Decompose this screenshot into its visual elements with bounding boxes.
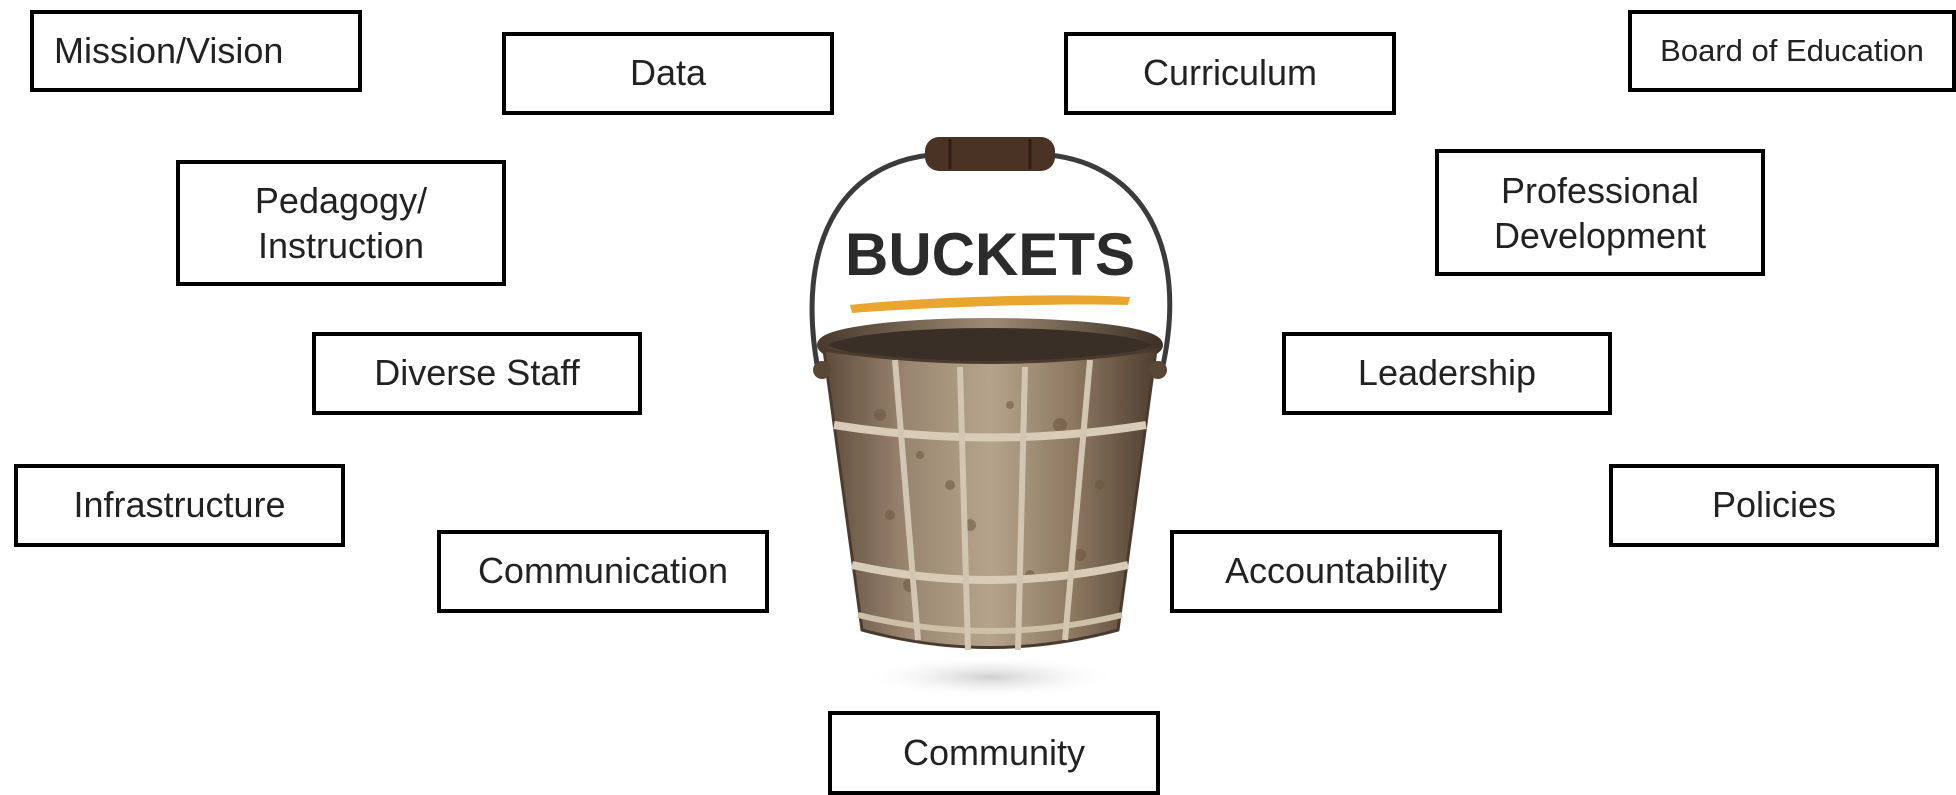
label-accountability: Accountability bbox=[1224, 550, 1448, 592]
box-community: Community bbox=[828, 711, 1160, 795]
bucket-handle-grip bbox=[925, 137, 1055, 171]
label-curriculum: Curriculum bbox=[1142, 52, 1318, 94]
box-policies: Policies bbox=[1609, 464, 1939, 547]
label-board-of-education: Board of Education bbox=[1660, 32, 1924, 68]
label-mission-vision: Mission/Vision bbox=[54, 29, 284, 71]
box-infrastructure: Infrastructure bbox=[14, 464, 345, 547]
bucket-staves bbox=[892, 359, 1093, 651]
box-diverse-staff: Diverse Staff bbox=[312, 332, 642, 415]
label-pedagogy-line2: Instruction bbox=[257, 225, 425, 266]
label-data: Data bbox=[629, 52, 707, 94]
bucket-shadow bbox=[860, 655, 1120, 699]
label-professional-line1: Professional bbox=[1500, 169, 1700, 211]
label-infrastructure: Infrastructure bbox=[73, 484, 286, 526]
label-policies: Policies bbox=[1711, 484, 1837, 526]
box-leadership: Leadership bbox=[1282, 332, 1612, 415]
box-pedagogy-instruction: Pedagogy/ Instruction bbox=[176, 160, 506, 286]
box-curriculum: Curriculum bbox=[1064, 32, 1396, 115]
title-accent-stroke bbox=[850, 295, 1130, 313]
label-leadership: Leadership bbox=[1357, 352, 1537, 394]
box-accountability: Accountability bbox=[1170, 530, 1502, 613]
box-professional-development: Professional Development bbox=[1435, 149, 1765, 276]
box-mission-vision: Mission/Vision bbox=[30, 10, 362, 92]
label-professional-line2: Development bbox=[1493, 214, 1707, 256]
box-board-of-education: Board of Education bbox=[1628, 10, 1956, 92]
bucket-body bbox=[822, 348, 1158, 649]
center-title: BUCKETS bbox=[845, 221, 1135, 288]
bucket-hoop-top bbox=[833, 421, 1147, 442]
label-communication: Communication bbox=[477, 550, 729, 592]
label-community: Community bbox=[902, 731, 1086, 773]
label-diverse-staff: Diverse Staff bbox=[374, 352, 580, 394]
box-communication: Communication bbox=[437, 530, 769, 613]
label-pedagogy-line1: Pedagogy/ bbox=[254, 180, 428, 221]
bucket-illustration: BUCKETS bbox=[809, 137, 1173, 699]
bucket-hoop-bottom bbox=[851, 561, 1129, 584]
box-data: Data bbox=[502, 32, 834, 115]
